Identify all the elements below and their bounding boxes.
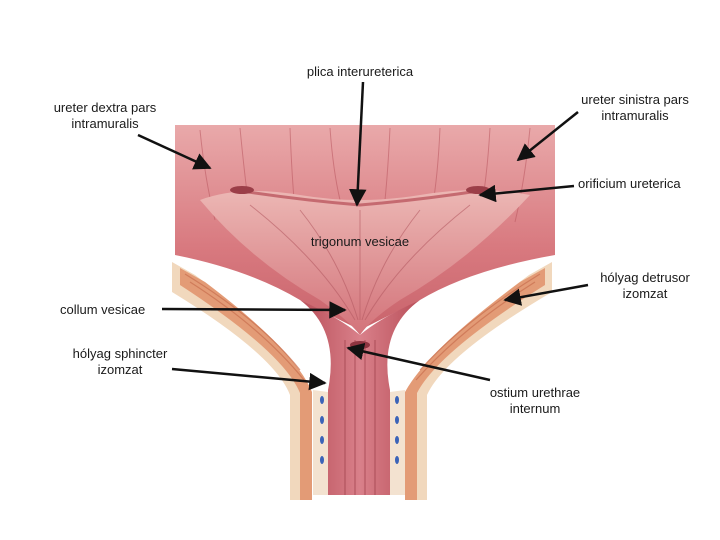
label-collum-vesicae: collum vesicae: [60, 302, 146, 317]
urethra-folds: [344, 340, 376, 495]
label-orificium-ureterica: orificium ureterica: [578, 176, 681, 191]
ureter-orifice-right: [230, 186, 254, 194]
arrow-ostium: [346, 342, 491, 382]
arrow-detrusor: [503, 283, 589, 306]
arrow-sphincter: [171, 367, 327, 391]
label-ureter-dextra: ureter dextra pars intramuralis: [53, 100, 157, 131]
label-holyag-sphincter: hólyag sphincter izomzat: [72, 346, 168, 377]
arrow-ureter-dextra: [137, 133, 212, 170]
trigonum-region: [200, 190, 530, 335]
arrow-plica: [349, 81, 367, 207]
arrow-ureter-sinistra: [516, 111, 579, 162]
ureter-orifice-left: [466, 186, 490, 194]
label-holyag-detrusor: hólyag detrusor izomzat: [600, 270, 690, 301]
leader-arrows: [137, 81, 589, 391]
label-ostium-urethrae: ostium urethrae internum: [489, 385, 581, 416]
vessels: [320, 396, 399, 464]
label-trigonum-vesicae: trigonum vesicae: [310, 234, 410, 249]
wall-outer-layer: [412, 262, 552, 500]
detrusor-muscle-layer: [405, 268, 545, 500]
urethra: [300, 300, 420, 495]
label-plica-interureterica: plica interureterica: [306, 64, 414, 79]
arrow-collum: [161, 301, 347, 319]
arrow-orificium: [478, 184, 575, 203]
wall-outer-layer: [172, 262, 305, 500]
detrusor-muscle-layer: [180, 268, 312, 500]
ostium-opening: [350, 341, 370, 349]
label-ureter-sinistra: ureter sinistra pars intramuralis: [581, 92, 689, 123]
